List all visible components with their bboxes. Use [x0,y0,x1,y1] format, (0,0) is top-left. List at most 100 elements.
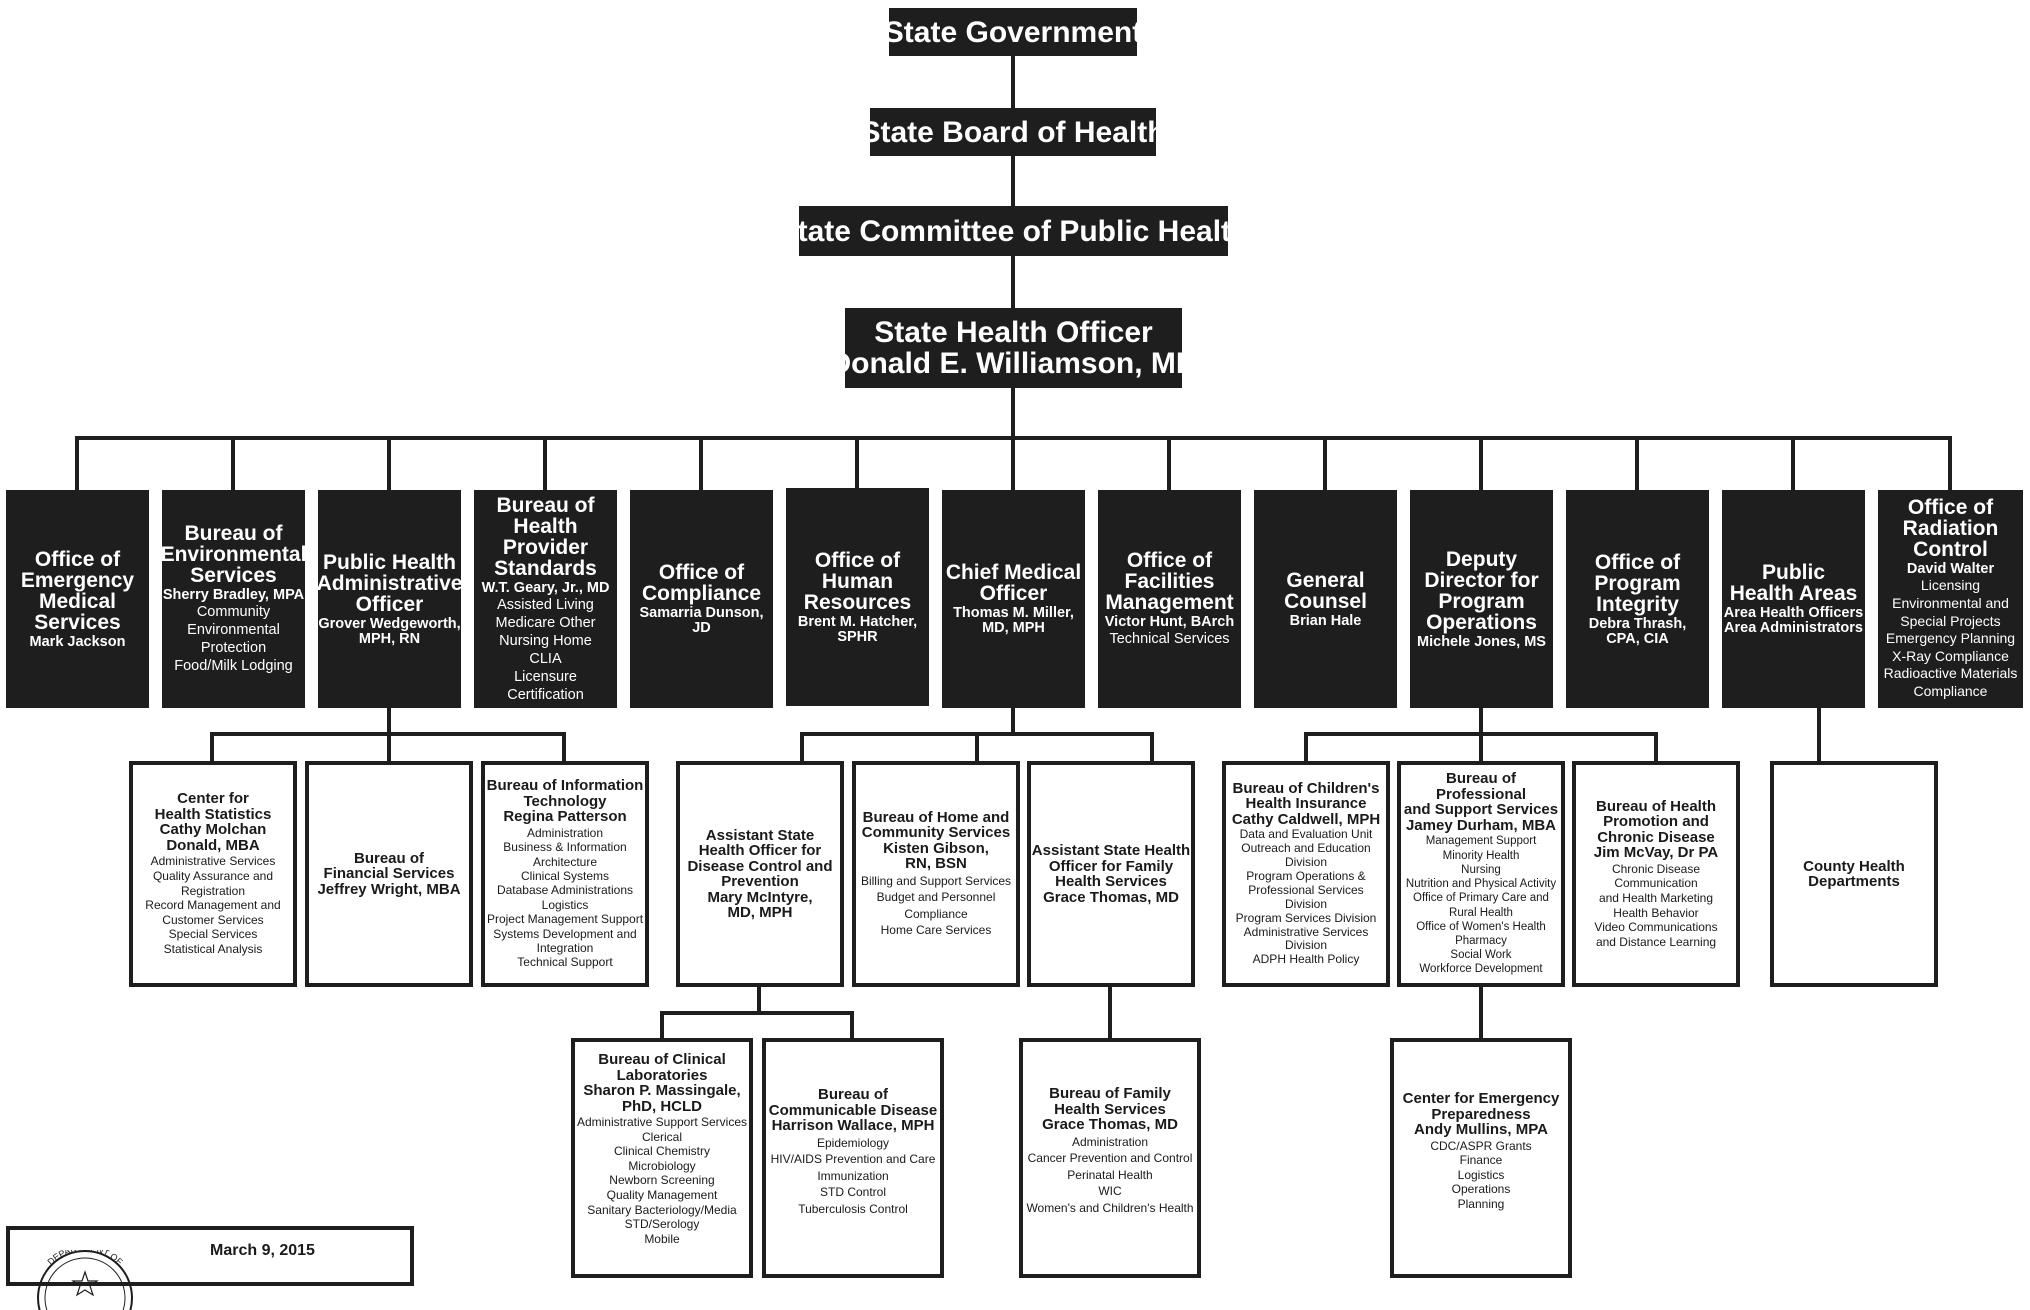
division-item: X-Ray Compliance [1892,647,2009,664]
division-item: Food/Milk Lodging [174,658,293,674]
division-item: Medicare Other [495,614,596,631]
division-title-line: Chief Medical [945,561,1082,584]
unit-head-name: Jeffrey Wright, MBA [317,880,461,898]
division-head-name: Mark Jackson [29,633,126,650]
unit-item: Perinatal Health [1067,1167,1153,1182]
division-item: Special Projects [1900,612,2001,629]
state-health-officer-box: State Health Officer Donald E. Williamso… [845,308,1182,388]
unit-item: Billing and Support Services [860,873,1012,888]
unit-title-line: Promotion and [1603,813,1709,831]
unit-head-name: Mary McIntyre, [707,888,813,906]
division-title-line: Deputy [1445,547,1518,571]
unit-item: Cancer Prevention and Control [1027,1151,1193,1165]
division-head-name: CPA, CIA [1606,630,1669,647]
unit-item: Administrative Services [1243,924,1369,939]
unit-title-line: Preparedness [1431,1105,1531,1123]
unit-item: Epidemiology [816,1135,890,1150]
division-title-line: Public [1761,561,1825,584]
division-title-line: Services [190,564,277,587]
division-item: Community [196,604,271,620]
unit-title-line: Bureau of Clinical [598,1051,726,1068]
unit-title-line: Laboratories [616,1066,708,1084]
unit-head-name: Regina Patterson [503,808,627,826]
unit-item: Social Work [1450,949,1512,962]
unit-item: Outreach and Education [1241,841,1371,856]
unit-item: Operations [1451,1182,1511,1197]
division-title-line: Emergency [20,568,135,592]
unit-item: Office of Women's Health [1416,920,1546,933]
unit-title-line: Technology [523,792,607,810]
unit-item: Database Administrations [496,883,634,898]
division-title-line: Program [1438,589,1525,613]
unit-item: CDC/ASPR Grants [1430,1138,1532,1153]
division-title-line: Integrity [1596,592,1679,616]
unit-item: Administration [1071,1134,1148,1149]
unit-item: Immunization [817,1168,889,1183]
division-head-name: Grover Wedgeworth, [318,615,461,632]
unit-item: Customer Services [162,912,264,927]
division-title-line: Office of [814,548,901,572]
division-item: Compliance [1913,682,1988,699]
org-chart-connectors [75,52,1952,1042]
unit-item: Rural Health [1449,906,1513,919]
division-title-line: Program [1594,571,1681,595]
unit-title-line: Bureau of Home and [862,808,1010,826]
division-title-line: Office of [1594,550,1681,574]
unit-title-line: Departments [1808,873,1900,890]
unit-item: Business & Information [503,840,627,855]
unit-item: HIV/AIDS Prevention and Care [770,1152,936,1166]
division-title-line: Services [34,610,121,634]
division-head-name: Samarria Dunson, [639,605,764,621]
division-item: Protection [200,640,267,656]
state-government-box: State Government [889,8,1137,56]
division-item: CLIA [529,650,562,667]
unit-title-line: Health Insurance [1245,795,1367,813]
unit-item: Division [1284,855,1327,870]
unit-item: Women's and Children's Health [1026,1200,1194,1215]
unit-head-name: Kisten Gibson, [883,839,989,857]
division-title-line: Officer [979,582,1048,605]
state-committee-public-health-box: State Committee of Public Health [799,206,1228,256]
unit-title-line: Officer for Family [1048,857,1174,875]
unit-item: Home Care Services [880,923,992,937]
unit-title-line: Bureau of Children's [1232,779,1380,797]
unit-item: WIC [1098,1184,1122,1198]
unit-item: Health Behavior [1613,905,1699,920]
division-head-name: Michele Jones, MS [1417,633,1546,650]
unit-item: Sanitary Bacteriology/Media [587,1202,737,1217]
division-head-name: W.T. Geary, Jr., MD [481,579,610,596]
unit-title-line: Bureau of Health [1595,797,1716,815]
unit-item: Logistics [1457,1167,1505,1182]
division-title-line: Counsel [1284,589,1367,613]
unit-item: Minority Health [1442,849,1520,862]
unit-title-line: Chronic Disease [1597,828,1715,846]
unit-item: Data and Evaluation Unit [1239,827,1373,842]
date-card: DEPARTMENT OF March 9, 2015 [6,1226,414,1310]
unit-item: Systems Development and [493,926,637,941]
division-head-name: David Walter [1906,561,1995,578]
state-health-officer-title: State Health Officer [874,316,1153,349]
division-title-line: Office of [1126,549,1213,572]
division-title-line: Bureau of [496,493,595,517]
unit-item: Technical Support [517,955,613,970]
unit-item: Administrative Support Services [576,1115,748,1129]
unit-title-line: Communicable Disease [768,1101,938,1119]
unit-item: Program Operations & [1246,868,1366,883]
unit-item: Special Services [168,927,258,942]
division-title-line: Office of [658,561,745,584]
unit-item: Tuberculosis Control [798,1201,908,1216]
division-title-line: Administrative [318,571,461,595]
division-title-line: Facilities [1124,570,1215,593]
unit-head-name: Harrison Wallace, MPH [771,1117,935,1134]
